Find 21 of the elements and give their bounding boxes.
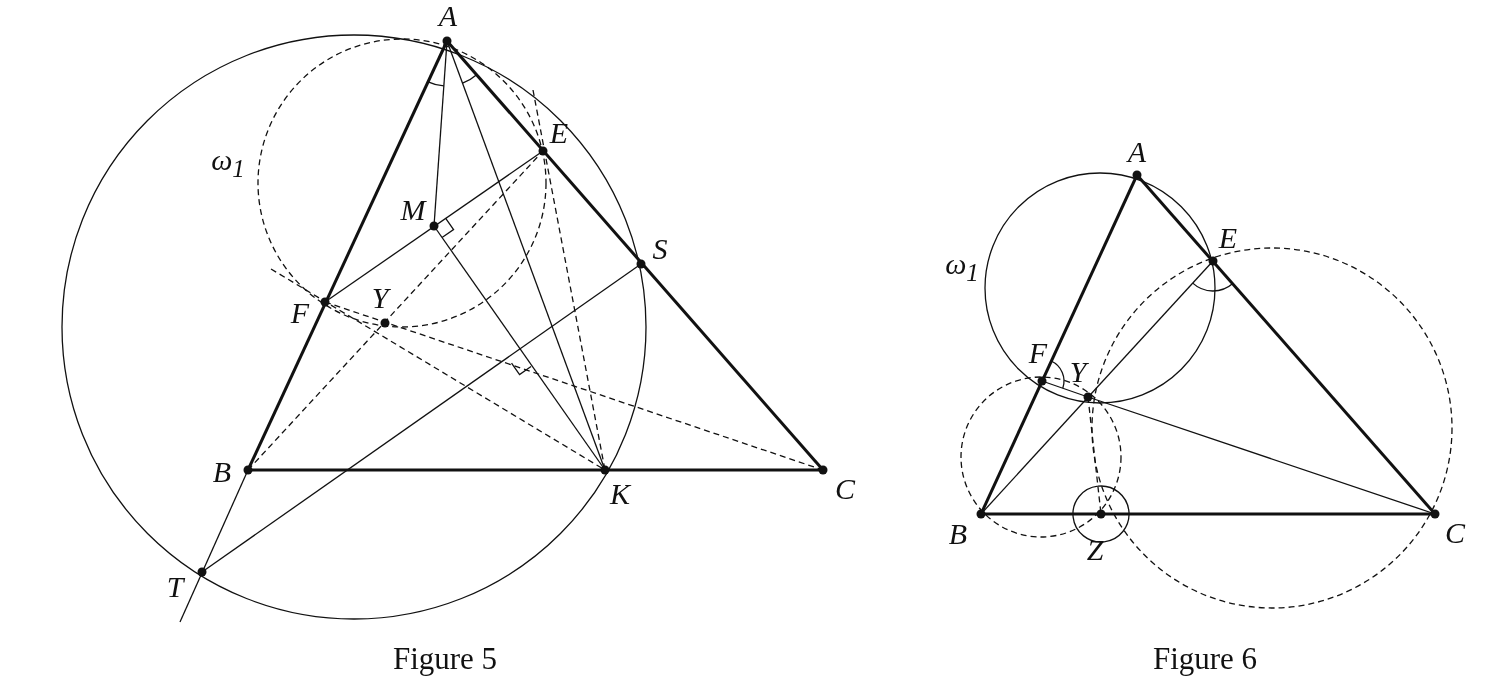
figure-caption: Figure 5 (392, 642, 498, 674)
point-label: A (438, 1, 458, 31)
point-label: B (948, 519, 968, 549)
point-label: ω$_{1}$ (211, 145, 245, 181)
point-label: K (610, 479, 630, 509)
point-label: B (212, 457, 232, 487)
point-label: E (549, 118, 569, 148)
point-label: A (1127, 137, 1147, 167)
point-label: F (1028, 338, 1048, 368)
point-label: Y (1069, 357, 1087, 387)
figure-caption: Figure 6 (1152, 642, 1258, 674)
point-label: Z (1086, 535, 1104, 565)
point-label: M (400, 195, 426, 225)
point-label: Y (371, 283, 389, 313)
point-label: E (1218, 223, 1238, 253)
point-label: C (1445, 518, 1465, 548)
point-label: T (166, 572, 184, 602)
point-label: S (652, 234, 668, 264)
point-label: F (290, 298, 310, 328)
point-label: C (835, 474, 855, 504)
point-label: ω$_{1}$ (945, 249, 979, 285)
